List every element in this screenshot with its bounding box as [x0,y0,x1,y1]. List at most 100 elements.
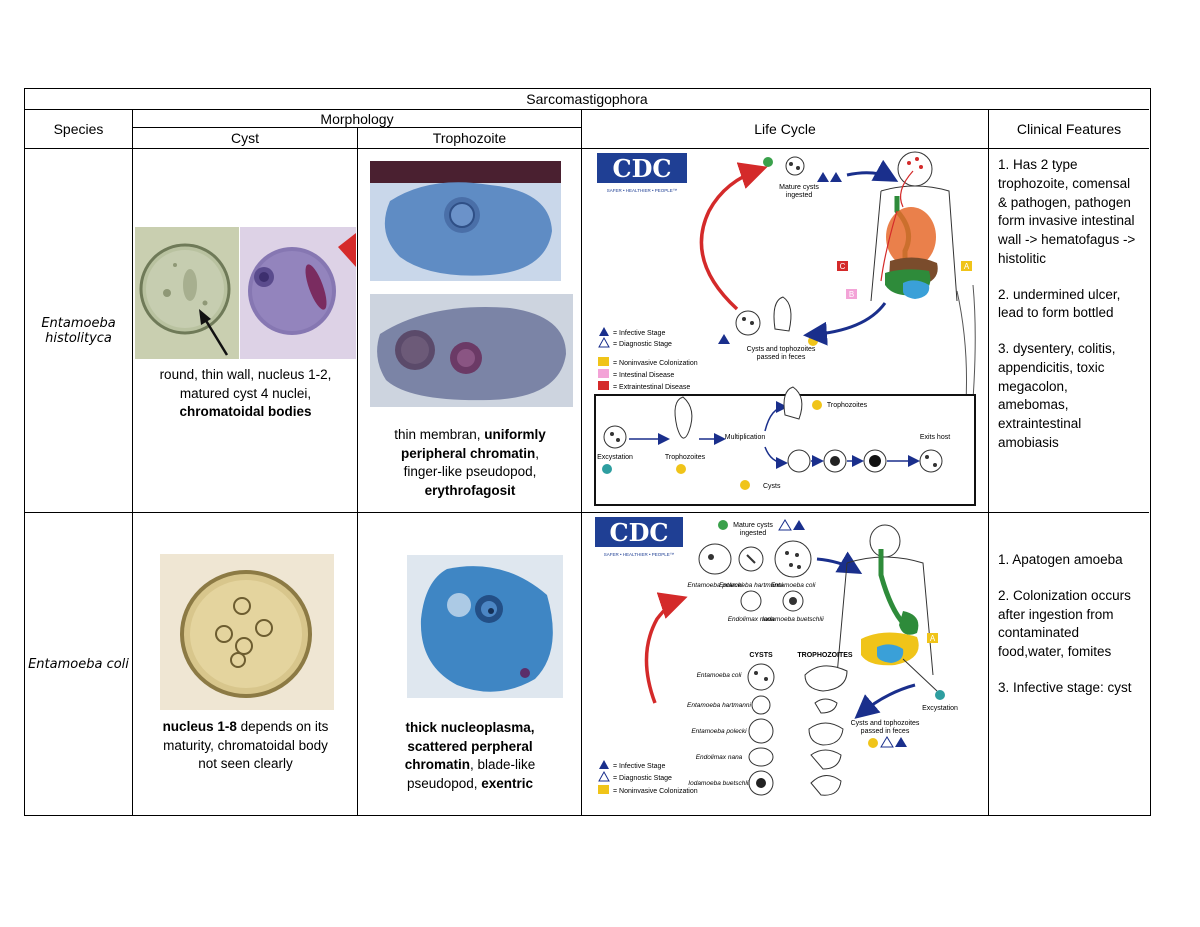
passed-feces-line1-2: Cysts and tophozoites [851,720,920,727]
row-endolimax-label: Endolimax nana [696,754,743,761]
row1-life-cycle-cell: CDC SAFER • HEALTHIER • PEOPLE™ Mature c… [582,149,989,513]
row1-troph-desc-text3: finger-like pseudopod, [403,464,537,480]
excystation-label: Excystation [597,454,633,461]
legend-diagnostic: = Diagnostic Stage [613,341,672,348]
row2-troph-desc-bold3: chromatin [404,757,470,773]
coli-trophozoite-micrograph [407,555,563,698]
row1-species: Entamoeba histolityca [25,149,133,513]
row2-cyst-desc-text2: maturity, chromatoidal body [163,737,328,753]
excystation-label-2: Excystation [922,705,958,712]
row-hartmanni-label: Entamoeba hartmanni [687,702,752,709]
row1-troph-desc-bold1: uniformly [484,427,546,442]
histolytica-cyst-stained [240,227,356,359]
passed-feces-line2-2: passed in feces [861,728,910,735]
histolytica-cyst-micrograph [135,227,239,359]
cdc-logo-2-sub: SAFER • HEALTHIER • PEOPLE™ [604,552,675,557]
step-2-badge [763,157,773,167]
table-title: Sarcomastigophora [25,89,1149,110]
row-coli-label: Entamoeba coli [697,672,742,679]
row2-troph-desc-bold4: exentric [481,775,534,791]
row1-clinical-item-1: 1. Has 2 type trophozoite, comensal & pa… [998,157,1136,266]
histolytica-life-cycle-diagram: CDC SAFER • HEALTHIER • PEOPLE™ Mature c… [585,151,985,509]
passed-feces-line2: passed in feces [757,354,806,361]
table-title-text: Sarcomastigophora [526,91,648,107]
row2-troph-desc-text2: pseudopod, [406,775,482,791]
row2-troph-desc-bold1: thick nucleoplasma, [405,720,535,735]
row2-cyst-description: nucleus 1-8 depends on its maturity, chr… [137,718,354,774]
svg-text:B: B [849,290,854,299]
cdc-logo-2-icon [595,517,683,547]
svg-text:A: A [930,634,936,643]
row-iodamoeba-label: Iodamoeba buetschlii [688,780,750,787]
ingested-label: ingested [786,192,813,199]
row1-troph-desc-bold3: erythrofagosit [424,482,516,498]
polecki-label: Entamoeba polecki [687,582,743,589]
histolytica-trophozoite-image-1 [370,161,561,281]
row1-cyst-description: round, thin wall, nucleus 1-2, matured c… [137,366,354,422]
histolytica-trophozoite-image-2 [370,294,573,407]
mature-cysts-label-2: Mature cysts [733,522,773,529]
row1-cyst-desc-line1: round, thin wall, nucleus 1-2, [159,367,332,382]
cdc-logo-2-text: CDC [609,518,668,547]
legend-noninvasive: = Noninvasive Colonization [613,360,698,367]
troph-col-label: TROPHOZOITES [797,652,853,659]
classification-table: Sarcomastigophora Species Morphology Cys… [24,88,1151,816]
coli-cyst-micrograph [160,554,334,710]
legend-diagnostic-2: = Diagnostic Stage [613,775,672,782]
header-life-cycle: Life Cycle [582,110,989,149]
legend-noninvasive-2: = Noninvasive Colonization [613,788,698,795]
legend-infective: = Infective Stage [613,330,665,337]
row2-clinical-item-2: 2. Colonization occurs after ingestion f… [998,587,1131,659]
legend-infective-2: = Infective Stage [613,763,665,770]
row1-troph-desc-bold2: peripheral chromatin [400,445,536,461]
svg-text:C: C [840,262,846,271]
row2-cyst-cell: nucleus 1-8 depends on its maturity, chr… [133,513,358,815]
svg-text:A: A [964,262,970,271]
row1-clinical-cell: 1. Has 2 type trophozoite, comensal & pa… [989,149,1149,513]
row2-species-text: Entamoeba coli [28,656,129,672]
header-life-cycle-text: Life Cycle [754,121,816,137]
row2-clinical-item-1: 1. Apatogen amoeba [998,552,1123,567]
row2-life-cycle-cell: CDC SAFER • HEALTHIER • PEOPLE™ Mature c… [582,513,989,815]
row2-species: Entamoeba coli [25,513,133,815]
row2-troph-cell: thick nucleoplasma, scattered perpheral … [358,513,582,815]
row1-species-line1: Entamoeba [41,315,116,331]
row2-troph-desc-bold2: scattered perpheral [407,738,533,754]
coli-label: Entamoeba coli [771,582,816,589]
row2-troph-desc-text1: , blade-like [469,757,536,773]
cysts-col-label: CYSTS [749,652,773,659]
header-species: Species [25,110,133,149]
coli-life-cycle-diagram: CDC SAFER • HEALTHIER • PEOPLE™ Mature c… [585,515,985,811]
exits-host-label: Exits host [920,434,950,441]
row1-cyst-desc-line2: matured cyst 4 nuclei, [179,385,312,401]
row1-troph-desc-text2: , [535,445,540,461]
legend-intestinal: = Intestinal Disease [613,372,674,379]
header-clinical: Clinical Features [989,110,1149,149]
header-species-text: Species [53,121,104,137]
legend-extraintestinal: = Extraintestinal Disease [613,384,690,391]
endolimax-label: Endolimax nana [728,616,775,623]
cdc-logo-icon [597,153,687,183]
row1-clinical-item-2: 2. undermined ulcer, lead to form bottle… [998,286,1121,321]
hartmanni-label: Entamoeba hartmanni [719,582,784,589]
row2-cyst-desc-text1: depends on its [236,719,329,734]
row1-species-line2: histolityca [45,330,112,346]
ingested-label-2: ingested [740,530,767,537]
row2-clinical-cell: 1. Apatogen amoeba 2. Colonization occur… [989,513,1149,815]
header-cyst-text: Cyst [231,130,259,146]
row2-cyst-desc-bold: nucleus 1-8 [162,719,237,734]
row2-troph-description: thick nucleoplasma, scattered perpheral … [362,719,578,794]
row1-troph-desc-text1: thin membran, [394,427,485,442]
header-morphology: Morphology [133,110,582,128]
row1-cyst-desc-bold: chromatoidal bodies [179,404,312,420]
iodamoeba-label: Iodamoeba buetschlii [762,616,824,623]
trophozoites-top-label: Trophozoites [827,402,868,409]
row1-troph-description: thin membran, uniformly peripheral chrom… [362,426,578,501]
row2-clinical-item-3: 3. Infective stage: cyst [998,679,1132,695]
row1-clinical-item-3: 3. dysentery, colitis, appendicitis, tox… [998,341,1116,450]
header-trophozoite: Trophozoite [358,128,582,149]
row1-troph-cell: thin membran, uniformly peripheral chrom… [358,149,582,513]
mature-cysts-label: Mature cysts [779,184,819,191]
header-clinical-text: Clinical Features [1016,121,1122,137]
header-trophozoite-text: Trophozoite [432,130,507,146]
